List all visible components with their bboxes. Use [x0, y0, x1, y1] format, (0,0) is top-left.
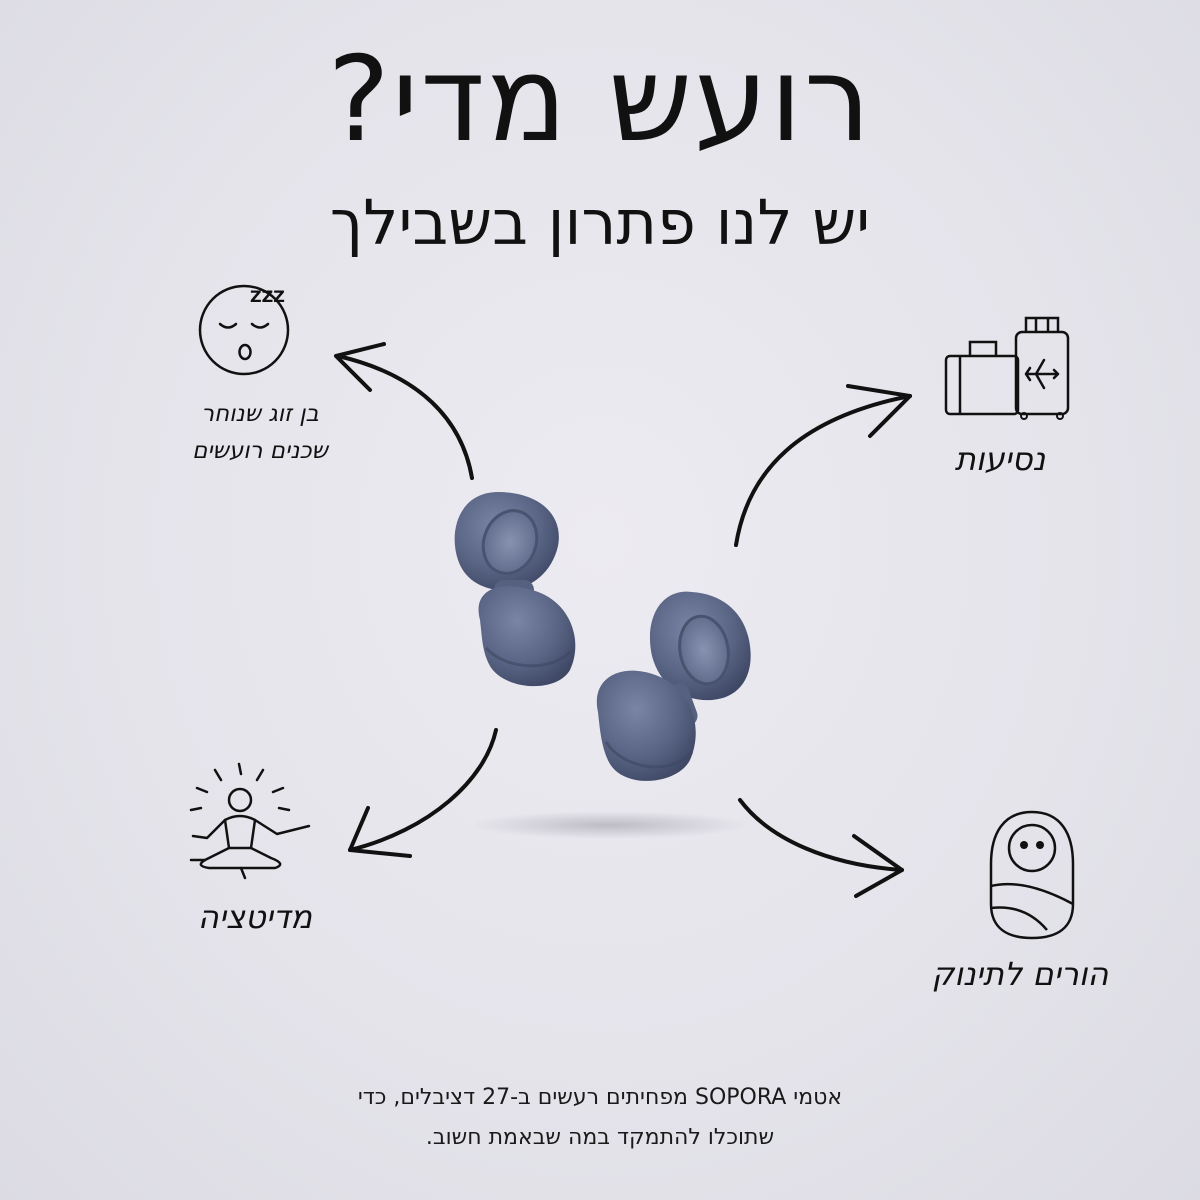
baby-caption: הורים לתינוק [931, 955, 1109, 993]
travel-caption: נסיעות [954, 440, 1046, 478]
sleep-caption: בן זוג שנוחר שכנים רועשים [140, 396, 380, 470]
page-subtitle: יש לנו פתרון בשבילך [329, 186, 871, 259]
earplug-right [596, 591, 751, 781]
page-title: רועש מדי? [327, 30, 873, 168]
meditation-caption: מדיטציה [197, 898, 313, 936]
zzz-text: ZZZ [250, 287, 285, 306]
footer-line2: שתוכלו להתמקד במה שבאמת חשוב. [425, 1125, 775, 1150]
sleep-caption-line1: בן זוג שנוחר [201, 401, 319, 427]
luggage-icon [944, 316, 1070, 420]
swaddled-baby-icon [989, 810, 1075, 940]
meditation-icon [189, 762, 311, 880]
earplug-left [454, 492, 576, 687]
sleeping-face-icon: ZZZ [198, 284, 290, 376]
earplugs-image [454, 492, 751, 839]
sleep-caption-line2: שכנים רועשים [192, 438, 328, 464]
footer-text: אטמי SOPORA מפחיתים רעשים ב-27 דציבלים, … [200, 1078, 1000, 1158]
footer-line1: אטמי SOPORA מפחיתים רעשים ב-27 דציבלים, … [357, 1085, 843, 1110]
